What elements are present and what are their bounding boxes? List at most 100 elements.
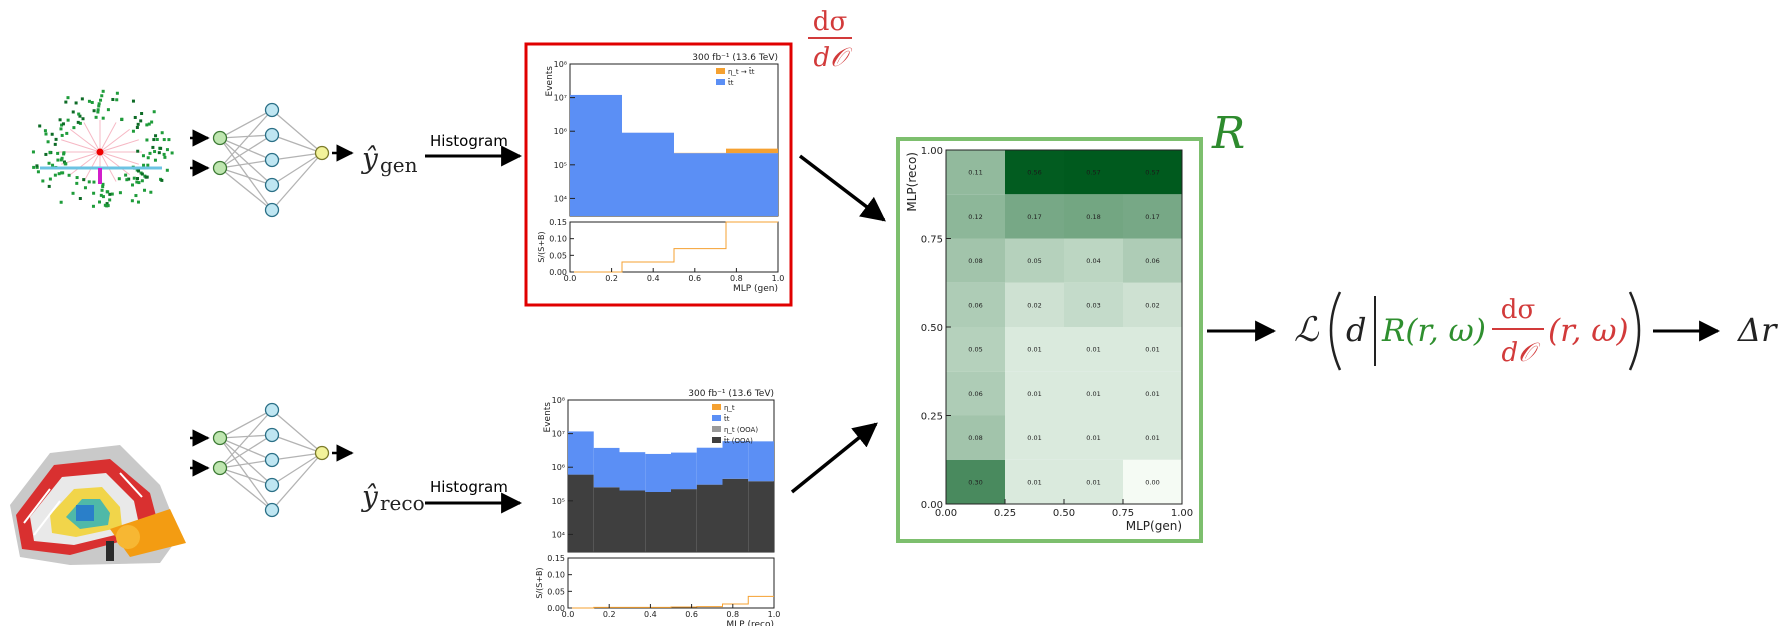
heatmap-cell-value: 0.03 bbox=[1086, 301, 1100, 309]
histogram-bar bbox=[674, 153, 726, 216]
y-tick-label: 10⁴ bbox=[552, 530, 565, 539]
gen-event-display-icon bbox=[31, 89, 174, 208]
ratio-axes-frame bbox=[569, 221, 779, 273]
heatmap-cell bbox=[1123, 371, 1182, 416]
heatmap-cell-value: 0.02 bbox=[1027, 301, 1041, 309]
likelihood-expression: ℒ d R(r, ω) dσ d𝒪 (r, ω) bbox=[1294, 291, 1641, 371]
heatmap-cell bbox=[946, 194, 1005, 239]
heatmap-cell bbox=[946, 238, 1005, 283]
heatmap-cell bbox=[1064, 282, 1123, 327]
ratio-y-tick-label: 0.15 bbox=[547, 554, 565, 563]
y-tick-label: 10⁴ bbox=[554, 194, 567, 203]
histogram-bar bbox=[619, 452, 646, 491]
ratio-y-tick-label: 0.00 bbox=[547, 604, 565, 613]
y-axis-label: Events bbox=[543, 402, 553, 433]
legend-swatch bbox=[712, 437, 721, 443]
heatmap-cell-value: 0.17 bbox=[1145, 213, 1159, 221]
heatmap-cell bbox=[1123, 150, 1182, 195]
ratio-y-tick-label: 0.10 bbox=[547, 571, 565, 580]
y-tick-label: 1.00 bbox=[921, 146, 943, 157]
response-matrix-frame bbox=[896, 137, 1203, 543]
luminosity-header: 300 fb⁻¹ (13.6 TeV) bbox=[688, 389, 774, 399]
x-tick-label: 0.0 bbox=[564, 274, 577, 283]
histogram-bar bbox=[696, 447, 723, 485]
input-node bbox=[212, 130, 228, 146]
response-matrix-R-label: R bbox=[1211, 108, 1245, 159]
heatmap-cell-value: 0.00 bbox=[1145, 478, 1159, 486]
ratio-axes-frame bbox=[567, 557, 775, 609]
heatmap-cell-value: 0.01 bbox=[1027, 390, 1041, 398]
heatmap-cell-value: 0.01 bbox=[1145, 390, 1159, 398]
hidden-node bbox=[264, 477, 280, 493]
heatmap-cell bbox=[1064, 327, 1123, 372]
x-axis-label: MLP (gen) bbox=[733, 284, 778, 294]
legend-label: η_t bbox=[724, 404, 735, 412]
legend-swatch bbox=[712, 404, 721, 410]
gen-histogram-chart: 300 fb⁻¹ (13.6 TeV)10⁸10⁷10⁶10⁵10⁴Events… bbox=[537, 53, 784, 294]
heatmap-cell-value: 0.06 bbox=[968, 301, 982, 309]
heatmap-cell-value: 0.01 bbox=[1145, 346, 1159, 354]
legend-swatch bbox=[712, 415, 721, 421]
heatmap-cell-value: 0.01 bbox=[1086, 478, 1100, 486]
legend-label: t̄t (OOA) bbox=[724, 436, 753, 445]
heatmap-cell bbox=[946, 415, 1005, 460]
left-paren bbox=[1329, 291, 1342, 371]
heatmap-cell-value: 0.57 bbox=[1086, 169, 1100, 177]
heatmap-cell-value: 0.01 bbox=[1086, 434, 1100, 442]
heatmap-cell-value: 0.57 bbox=[1145, 169, 1159, 177]
heatmap-cell-value: 0.01 bbox=[1145, 434, 1159, 442]
x-tick-label: 0.2 bbox=[605, 274, 618, 283]
hidden-node bbox=[264, 177, 280, 193]
heatmap-cell-value: 0.11 bbox=[968, 169, 982, 177]
hidden-node bbox=[264, 127, 280, 143]
gen-histogram-frame bbox=[524, 42, 793, 307]
histogram-bar bbox=[619, 490, 646, 552]
dsigma-numerator: dσ bbox=[813, 7, 847, 37]
heatmap-cell-value: 0.06 bbox=[968, 390, 982, 398]
legend-swatch bbox=[712, 426, 721, 432]
heatmap-cell bbox=[946, 150, 1005, 195]
input-node bbox=[212, 460, 228, 476]
y-tick-label: 0.25 bbox=[921, 412, 943, 423]
legend-label: t̄t bbox=[728, 78, 734, 87]
heatmap-cell bbox=[1005, 327, 1064, 372]
histogram-bar bbox=[726, 148, 778, 154]
legend-label: t̄t bbox=[724, 414, 730, 423]
histogram-bar bbox=[722, 478, 749, 552]
y-hat-gen-label: ŷ gen bbox=[360, 142, 418, 177]
histogram-bar bbox=[645, 492, 671, 552]
histogram-bar bbox=[568, 431, 594, 475]
x-tick-label: 0.00 bbox=[935, 508, 957, 519]
heatmap-cell-value: 0.01 bbox=[1027, 346, 1041, 354]
heatmap-cell-value: 0.12 bbox=[968, 213, 982, 221]
heatmap-cell-value: 0.08 bbox=[968, 257, 982, 265]
x-tick-label: 1.00 bbox=[1171, 508, 1193, 519]
heatmap-cell-value: 0.02 bbox=[1145, 301, 1159, 309]
legend-swatch bbox=[716, 79, 725, 85]
hidden-node bbox=[264, 402, 280, 418]
heatmap-cell bbox=[946, 459, 1005, 504]
ratio-y-axis-label: S/(S+B) bbox=[537, 231, 546, 262]
histogram-bar bbox=[748, 441, 774, 482]
y-tick-label: 10⁷ bbox=[552, 430, 565, 439]
histogram-bar bbox=[645, 453, 671, 493]
histogram-bar bbox=[671, 452, 697, 490]
heatmap-cell-value: 0.01 bbox=[1086, 346, 1100, 354]
reco-histogram-chart: 300 fb⁻¹ (13.6 TeV)10⁸10⁷10⁶10⁵10⁴Events… bbox=[535, 389, 780, 626]
y-hat-subscript: gen bbox=[380, 153, 418, 177]
y-hat-symbol: ŷ bbox=[360, 142, 379, 175]
neural-network-icon bbox=[190, 102, 354, 218]
heatmap-cell-value: 0.05 bbox=[1027, 257, 1041, 265]
legend-label: η_t (OOA) bbox=[724, 426, 758, 434]
ratio-line bbox=[568, 595, 774, 609]
detector-cutaway-icon bbox=[10, 445, 186, 565]
x-tick-label: 0.25 bbox=[994, 508, 1016, 519]
legend-swatch bbox=[716, 68, 725, 74]
x-tick-label: 0.8 bbox=[730, 274, 743, 283]
x-axis-label: MLP(gen) bbox=[1126, 519, 1182, 533]
heatmap-cell bbox=[1005, 415, 1064, 460]
x-tick-label: 1.0 bbox=[768, 610, 781, 619]
heatmap-cell-value: 0.56 bbox=[1027, 169, 1041, 177]
heatmap-cell bbox=[1064, 150, 1123, 195]
